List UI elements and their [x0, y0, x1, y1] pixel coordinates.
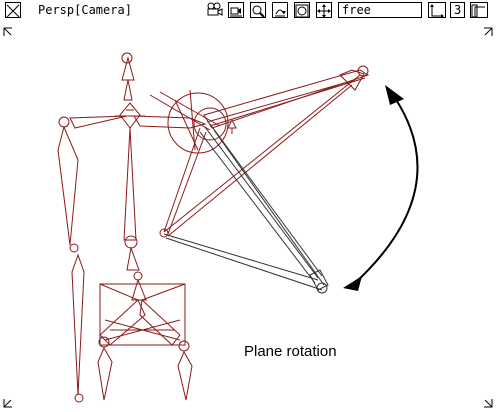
- view-title[interactable]: Persp[Camera]: [38, 3, 132, 17]
- camera-mode-field[interactable]: free: [338, 2, 422, 18]
- camera-track-icon[interactable]: [228, 2, 244, 18]
- camera-dolly-icon[interactable]: [206, 2, 223, 18]
- close-view-icon[interactable]: [5, 2, 21, 18]
- rotate-view-icon[interactable]: [272, 2, 288, 18]
- maximize-icon[interactable]: [470, 2, 488, 18]
- pan-icon[interactable]: [316, 2, 332, 18]
- layout-number-field[interactable]: 3: [450, 2, 465, 18]
- skeleton-spine[interactable]: [115, 52, 145, 249]
- ik-chain[interactable]: [163, 123, 329, 294]
- skeleton-left-arm[interactable]: [57, 115, 128, 403]
- resize-corner-top-left-icon[interactable]: [3, 22, 13, 36]
- skeleton-right-arm[interactable]: [133, 65, 370, 238]
- plane-rotation-caption: Plane rotation: [244, 343, 337, 360]
- plane-rotation-arrow: [343, 85, 419, 291]
- zoom-icon[interactable]: [250, 2, 266, 18]
- viewport-toolbar: Persp[Camera] free 3: [0, 0, 496, 22]
- frame-all-icon[interactable]: [294, 2, 310, 18]
- resize-corner-top-right-icon[interactable]: [483, 22, 493, 36]
- layout-icon[interactable]: [428, 2, 446, 18]
- skeleton-legs[interactable]: [97, 246, 193, 401]
